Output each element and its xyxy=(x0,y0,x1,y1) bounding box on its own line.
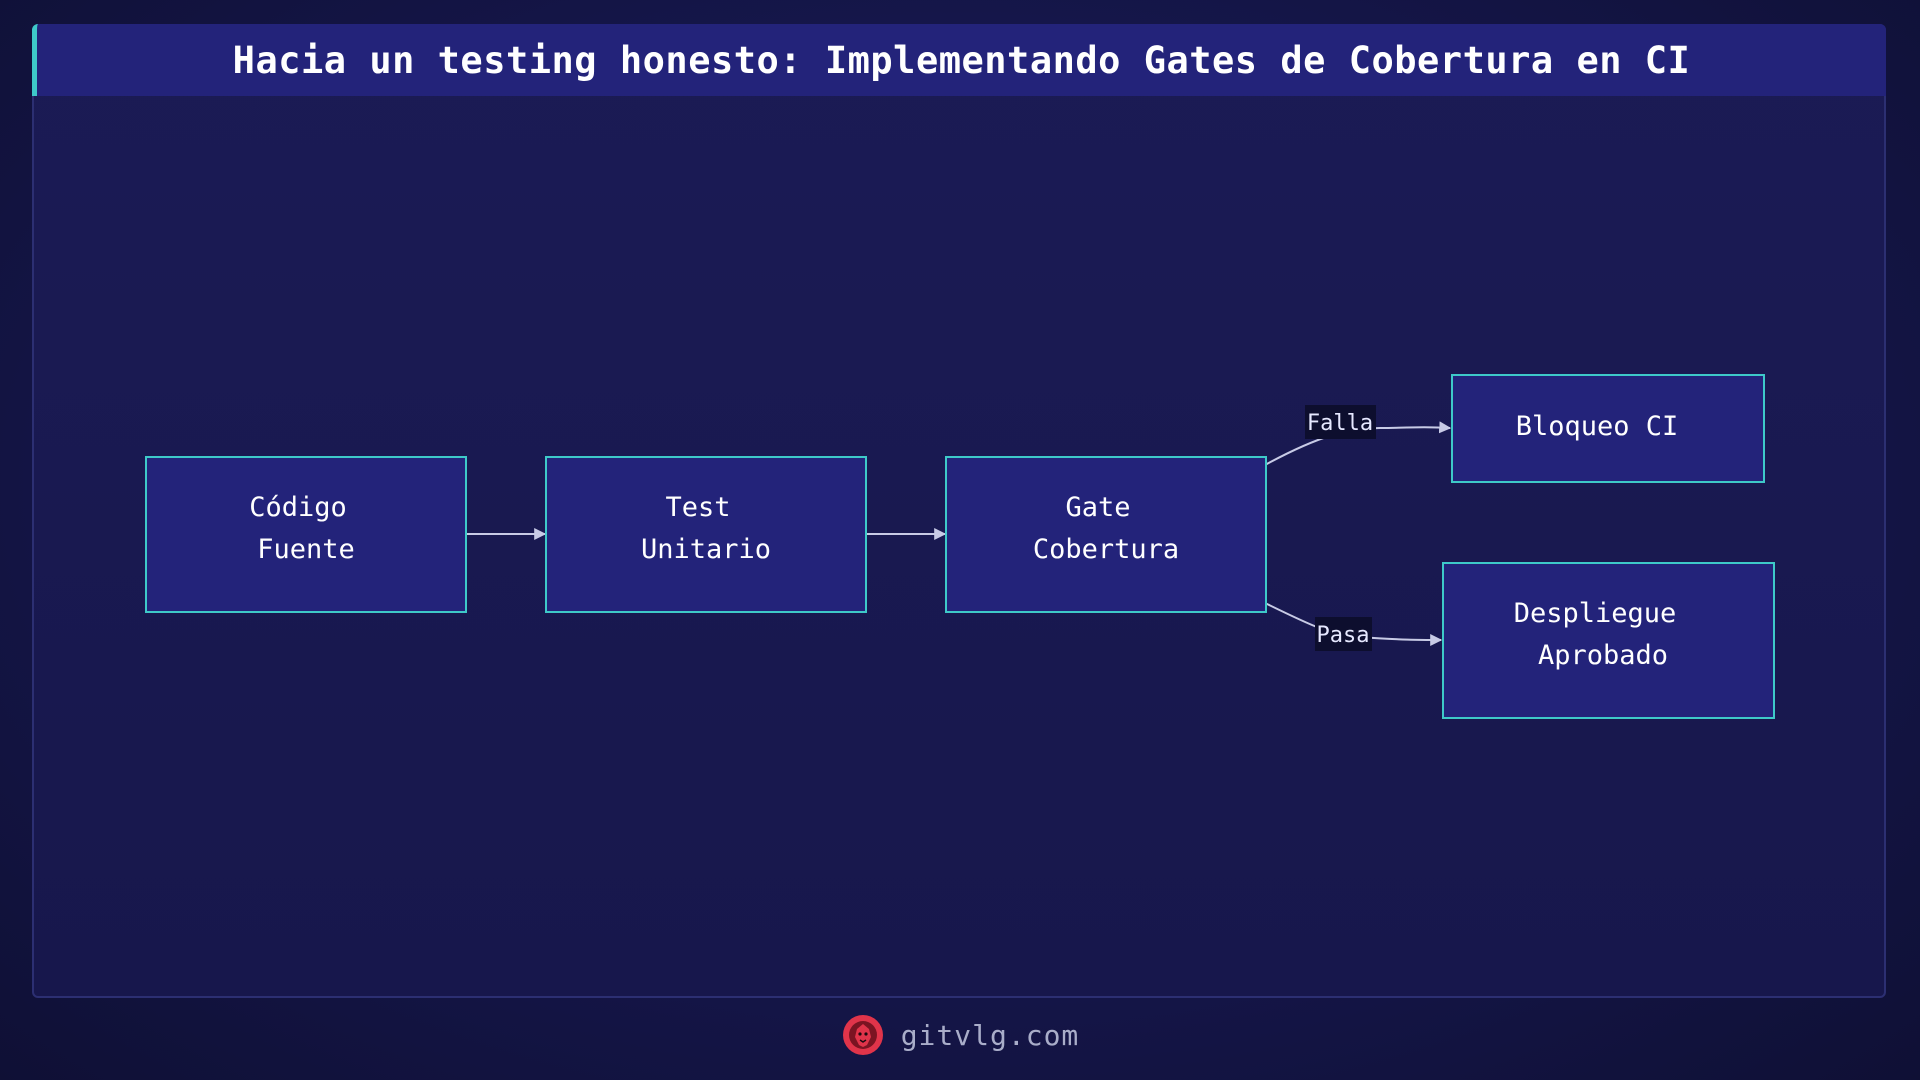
node-test-unitario: Test Unitario xyxy=(545,456,867,613)
edge-label-pasa: Pasa xyxy=(1315,617,1372,651)
node-bloqueo-ci-line1: Bloqueo CI xyxy=(1516,411,1679,442)
node-test-unitario-line1: Test xyxy=(665,492,730,523)
edge-gate-to-bloqueo xyxy=(1264,421,1452,466)
edge-label-pasa-text: Pasa xyxy=(1317,623,1370,648)
lion-logo-icon xyxy=(842,1015,883,1055)
node-despliegue-aprobado-line1: Despliegue xyxy=(1514,598,1677,629)
node-gate-cobertura-line1: Gate xyxy=(1065,492,1130,523)
node-despliegue-aprobado-line2: Aprobado xyxy=(1538,640,1668,671)
node-gate-cobertura-line2: Cobertura xyxy=(1033,534,1179,565)
node-codigo-fuente-line2: Fuente xyxy=(257,534,355,565)
edge-label-falla: Falla xyxy=(1305,405,1376,439)
footer-site[interactable]: gitvlg.com xyxy=(900,1018,1080,1052)
footer: gitvlg.com xyxy=(0,1010,1920,1060)
node-codigo-fuente: Código Fuente xyxy=(145,456,467,613)
title-bar: Hacia un testing honesto: Implementando … xyxy=(32,24,1886,96)
node-test-unitario-line2: Unitario xyxy=(641,534,771,565)
node-gate-cobertura: Gate Cobertura xyxy=(945,456,1267,613)
node-bloqueo-ci: Bloqueo CI xyxy=(1451,374,1765,483)
edge-label-falla-text: Falla xyxy=(1307,411,1373,436)
node-codigo-fuente-line1: Código xyxy=(249,492,347,523)
page-title: Hacia un testing honesto: Implementando … xyxy=(232,38,1691,82)
node-despliegue-aprobado: Despliegue Aprobado xyxy=(1442,562,1775,719)
